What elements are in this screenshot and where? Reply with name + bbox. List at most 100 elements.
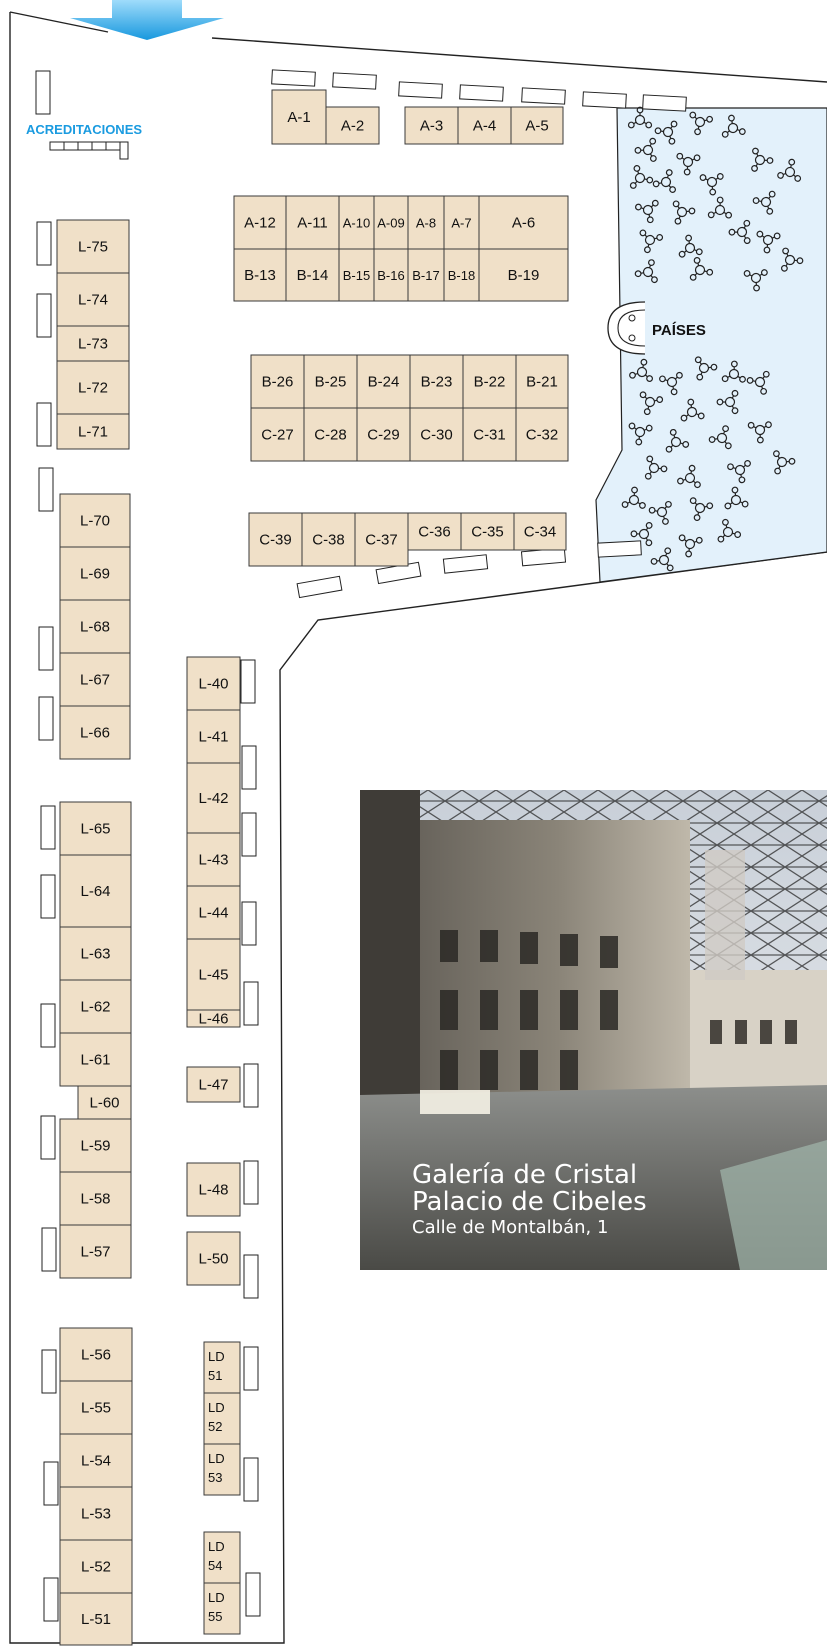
booth-label: C-29 [367, 427, 400, 444]
booth-label: C-31 [473, 427, 506, 444]
booth-label: A-8 [416, 216, 436, 231]
accreditation-desk [49, 141, 129, 160]
booth-label: L-54 [81, 1453, 111, 1470]
booth-c-31: C-31 [462, 407, 517, 462]
booth-label: B-18 [448, 268, 475, 283]
booth-label: L-64 [80, 883, 110, 900]
booth-l-54: L-54 [59, 1433, 133, 1488]
booth-label: C-28 [314, 427, 347, 444]
booth-label: L-73 [78, 336, 108, 353]
booth-l-66: L-66 [59, 705, 131, 760]
booth-l-48: L-48 [186, 1162, 241, 1217]
booth-b-26: B-26 [250, 354, 305, 409]
booth-label: A-7 [451, 216, 471, 231]
booth-label: L-50 [198, 1251, 228, 1268]
booth-ld-51: LD 51 [203, 1341, 241, 1394]
booth-l-53: L-53 [59, 1486, 133, 1541]
booth-b-15: B-15 [338, 248, 375, 302]
booth-l-45: L-45 [186, 938, 241, 1011]
booth-label: LD [208, 1590, 225, 1605]
booth-l-59: L-59 [59, 1118, 132, 1173]
booth-label: 54 [208, 1558, 222, 1573]
booth-label: L-74 [78, 292, 108, 309]
booth-c-27: C-27 [250, 407, 305, 462]
accreditation-label: ACREDITACIONES [26, 122, 142, 137]
booth-l-60: L-60 [77, 1085, 132, 1120]
booth-c-29: C-29 [356, 407, 411, 462]
booth-label: B-21 [526, 374, 558, 391]
booth-label: A-3 [420, 118, 443, 135]
booth-label: A-2 [341, 118, 364, 135]
booth-label: L-57 [80, 1244, 110, 1261]
booth-label: C-39 [259, 532, 292, 549]
booth-l-70: L-70 [59, 493, 131, 548]
booth-a-2: A-2 [325, 106, 380, 145]
booth-l-44: L-44 [186, 885, 241, 940]
booth-a-1: A-1 [271, 89, 327, 145]
booth-l-51: L-51 [59, 1592, 133, 1646]
booth-a-6: A-6 [478, 195, 569, 250]
booth-label: L-40 [198, 676, 228, 693]
counters [36, 69, 687, 1622]
booth-l-41: L-41 [186, 709, 241, 764]
booth-c-32: C-32 [515, 407, 569, 462]
photo-caption-title: Galería de Cristal [412, 1160, 637, 1190]
photo-caption-subtitle: Palacio de Cibeles [412, 1187, 647, 1217]
booth-label: 51 [208, 1368, 222, 1383]
booth-label: L-47 [198, 1077, 228, 1094]
booth-label: L-66 [80, 725, 110, 742]
booth-c-30: C-30 [409, 407, 464, 462]
booth-a-09: A-09 [373, 195, 409, 250]
booth-label: L-52 [81, 1559, 111, 1576]
booth-l-73: L-73 [56, 325, 130, 362]
booth-l-61: L-61 [59, 1032, 132, 1087]
booth-l-64: L-64 [59, 854, 132, 928]
photo-caption-address: Calle de Montalbán, 1 [412, 1217, 608, 1238]
booth-label: B-19 [508, 267, 540, 284]
booth-label: B-24 [368, 374, 400, 391]
booth-label: L-42 [198, 790, 228, 807]
booth-label: A-5 [525, 118, 548, 135]
booth-b-16: B-16 [373, 248, 409, 302]
booth-l-62: L-62 [59, 979, 132, 1034]
booth-a-8: A-8 [407, 195, 445, 250]
booth-label: L-61 [80, 1052, 110, 1069]
booth-label: C-35 [471, 524, 504, 541]
booth-b-21: B-21 [515, 354, 569, 409]
booth-label: LD [208, 1539, 225, 1554]
booth-label: L-72 [78, 380, 108, 397]
entrance-arrow-icon [70, 0, 224, 40]
booth-b-17: B-17 [407, 248, 445, 302]
booth-label: C-27 [261, 427, 294, 444]
booth-c-37: C-37 [354, 512, 409, 567]
booth-label: C-36 [418, 524, 451, 541]
booth-c-36: C-36 [407, 512, 462, 551]
booth-label: B-22 [474, 374, 506, 391]
booth-label: L-68 [80, 619, 110, 636]
booth-a-11: A-11 [285, 195, 340, 250]
booth-label: B-25 [315, 374, 347, 391]
booth-l-55: L-55 [59, 1380, 133, 1435]
reception-desk-icon [607, 301, 646, 355]
booth-l-67: L-67 [59, 652, 131, 707]
booth-label: L-45 [198, 967, 228, 984]
booth-label: L-65 [80, 821, 110, 838]
booth-label: A-6 [512, 215, 535, 232]
booth-l-72: L-72 [56, 360, 130, 415]
booth-label: C-32 [526, 427, 559, 444]
booth-label: L-56 [81, 1347, 111, 1364]
booth-label: L-44 [198, 905, 228, 922]
booth-l-75: L-75 [56, 219, 130, 274]
booth-a-3: A-3 [404, 106, 459, 145]
booth-a-5: A-5 [510, 106, 564, 145]
booth-label: 52 [208, 1419, 222, 1434]
booth-label: L-53 [81, 1506, 111, 1523]
booth-label: C-30 [420, 427, 453, 444]
booth-label: LD [208, 1349, 225, 1364]
booth-b-18: B-18 [443, 248, 480, 302]
booth-b-23: B-23 [409, 354, 464, 409]
